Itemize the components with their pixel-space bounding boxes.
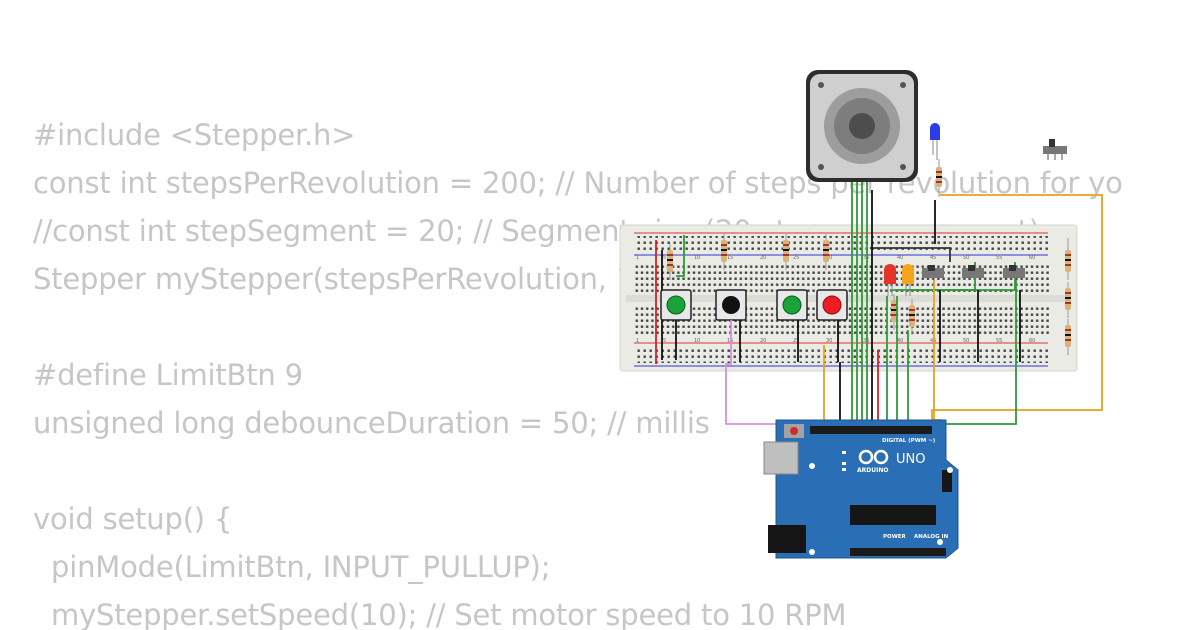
- led-red[interactable]: [884, 264, 896, 296]
- resistor[interactable]: [1065, 319, 1071, 355]
- column-number: 40: [897, 255, 903, 261]
- power-jack: [768, 525, 806, 553]
- status-leds: [842, 451, 846, 471]
- uno-label: UNO: [896, 452, 925, 467]
- resistor[interactable]: [783, 234, 789, 270]
- arduino-uno-board[interactable]: UNO ARDUINO DIGITAL (PWM ~) POWER ANALOG…: [763, 419, 959, 559]
- column-number: 1: [636, 338, 639, 344]
- code-line-2: const int stepsPerRevolution = 200; // N…: [33, 166, 1123, 200]
- icsp-header: [942, 470, 952, 492]
- wire-violet-limit[interactable]: [725, 320, 782, 425]
- column-number: 60: [1029, 255, 1035, 261]
- column-number: 30: [826, 338, 832, 344]
- slide-switch-3[interactable]: [1003, 265, 1025, 278]
- wire-green-button-1[interactable]: [676, 240, 685, 277]
- column-number: 40: [897, 338, 903, 344]
- column-number: 10: [694, 338, 700, 344]
- analog-header: [850, 548, 946, 556]
- column-number: 55: [996, 255, 1002, 261]
- resistor[interactable]: [667, 244, 673, 280]
- usb-port: [763, 441, 799, 475]
- power-label: POWER: [883, 534, 907, 540]
- led-orange[interactable]: [902, 264, 914, 296]
- code-line-10: pinMode(LimitBtn, INPUT_PULLUP);: [33, 550, 551, 584]
- wire-dark-top[interactable]: [870, 247, 951, 262]
- column-number: 25: [793, 255, 799, 261]
- column-number: 1: [636, 255, 639, 261]
- column-number: 25: [793, 338, 799, 344]
- code-line-6: #define LimitBtn 9: [33, 358, 303, 392]
- column-number: 20: [760, 255, 766, 261]
- code-line-11: myStepper.setSpeed(10); // Set motor spe…: [33, 598, 847, 630]
- code-line-1: #include <Stepper.h>: [33, 118, 356, 152]
- wire-green-switch-3[interactable]: [946, 280, 1017, 425]
- resistor[interactable]: [1065, 282, 1071, 318]
- column-number: 60: [1029, 338, 1035, 344]
- push-button-green-1[interactable]: [660, 289, 692, 321]
- column-number: 10: [694, 255, 700, 261]
- resistor[interactable]: [823, 234, 829, 270]
- led-blue[interactable]: [930, 123, 940, 160]
- column-number: 20: [760, 338, 766, 344]
- wire-orange-long[interactable]: [931, 194, 1103, 424]
- push-button-green-2[interactable]: [776, 289, 808, 321]
- push-button-black[interactable]: [715, 289, 747, 321]
- column-number: 15: [727, 255, 733, 261]
- resistor[interactable]: [936, 159, 942, 197]
- code-line-7: unsigned long debounceDuration = 50; // …: [33, 406, 710, 440]
- column-number: 55: [996, 338, 1002, 344]
- column-number: 30: [826, 255, 832, 261]
- resistor[interactable]: [909, 299, 915, 335]
- digital-header: [810, 426, 932, 434]
- column-number: 50: [963, 255, 969, 261]
- push-button-red[interactable]: [816, 289, 848, 321]
- digital-label: DIGITAL (PWM ~): [882, 438, 936, 444]
- resistors[interactable]: [667, 159, 1071, 355]
- slide-switch-floating[interactable]: [1043, 139, 1067, 160]
- analog-label: ANALOG IN: [914, 534, 949, 540]
- arduino-infinity-logo: [858, 449, 889, 465]
- reset-button[interactable]: [790, 427, 798, 435]
- resistor[interactable]: [721, 234, 727, 270]
- slide-switch-1[interactable]: [922, 265, 944, 278]
- slide-switch-2[interactable]: [962, 265, 984, 278]
- stepper-motor[interactable]: [806, 70, 918, 182]
- column-number: 5: [663, 255, 666, 261]
- code-line-9: void setup() {: [33, 502, 233, 536]
- column-number: 50: [963, 338, 969, 344]
- column-number: 45: [930, 255, 936, 261]
- resistor[interactable]: [891, 294, 897, 330]
- resistor[interactable]: [1065, 238, 1071, 280]
- breadboard[interactable]: 1 5 10 15 20 25 30 35 40 45 50 55 60 1 5…: [619, 224, 1078, 372]
- arduino-label: ARDUINO: [857, 467, 888, 474]
- column-number: 5: [663, 338, 666, 344]
- microcontroller-chip: [850, 505, 936, 525]
